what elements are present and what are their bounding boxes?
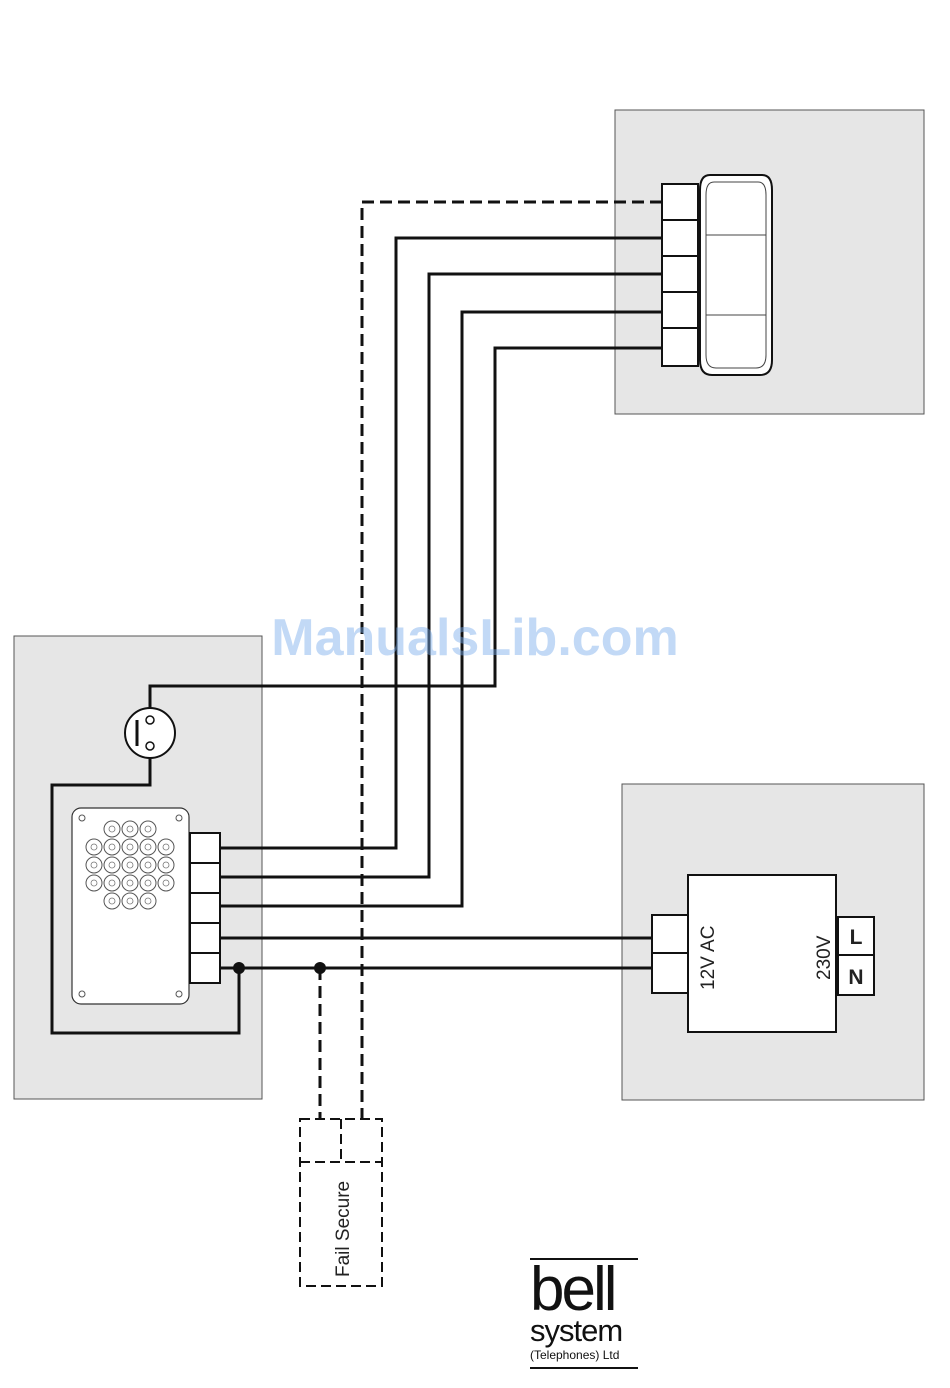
door-station-terminal-block	[190, 833, 220, 983]
psu-output-terminal-block	[652, 915, 688, 993]
handset-terminal-block	[662, 184, 698, 366]
wire-handset-3	[220, 274, 662, 877]
wire-handset-2	[220, 238, 662, 848]
psu-output-label: 12V AC	[698, 926, 719, 990]
dashed-lock-wires	[320, 202, 662, 1119]
junction-dot	[233, 962, 245, 974]
logo-line-2: system	[530, 1316, 638, 1346]
neutral-terminal-label: N	[848, 966, 863, 989]
handset-icon	[700, 175, 772, 375]
logo-line-1: bell	[530, 1264, 638, 1316]
fail-secure-label: Fail Secure	[333, 1181, 354, 1277]
logo-line-3: (Telephones) Ltd	[530, 1346, 638, 1364]
wire-handset-4	[220, 312, 662, 906]
push-button-icon	[125, 708, 175, 758]
logo-bottom-rule	[530, 1367, 638, 1369]
live-terminal-label: L	[850, 926, 863, 949]
psu-input-label: 230V	[814, 935, 835, 980]
bell-system-logo: bell system (Telephones) Ltd	[530, 1258, 638, 1369]
speaker-grille	[72, 808, 189, 1004]
junction-dot	[314, 962, 326, 974]
